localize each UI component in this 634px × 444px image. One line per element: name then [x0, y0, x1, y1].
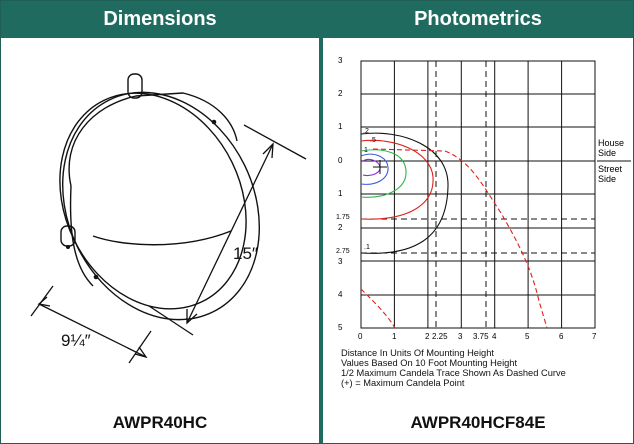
y-tick-label: 2	[338, 223, 343, 232]
housing-back-outline	[68, 92, 238, 187]
note-line: Values Based On 10 Foot Mounting Height	[341, 358, 518, 368]
model-number-right: AWPR40HCF84E	[410, 413, 546, 432]
photometric-chart	[360, 60, 631, 329]
contour-label: .5	[370, 137, 376, 144]
x-tick-label: 6	[559, 332, 564, 341]
isoline-blue	[360, 153, 389, 185]
y-tick-label: 0	[338, 156, 343, 165]
photometrics-header: Photometrics	[323, 1, 633, 38]
y-tick-label: 5	[338, 323, 343, 332]
x-tick-label: 5	[525, 332, 530, 341]
note-line: (+) = Maximum Candela Point	[341, 378, 465, 388]
y-tick-label: 2	[338, 89, 343, 98]
contour-label: .1	[364, 244, 370, 251]
dimensions-header: Dimensions	[1, 1, 319, 38]
width-dimension-line	[30, 285, 152, 364]
max-candela-point	[373, 160, 387, 174]
marker-label: 1.75	[336, 214, 350, 221]
lens-seam	[92, 230, 232, 246]
contour-label: 1	[364, 147, 368, 154]
x-tick-label: 2.25	[432, 332, 448, 341]
half-max-trace	[360, 148, 548, 329]
house-side-label: House Side	[598, 138, 625, 158]
y-tick-label: 1	[338, 122, 343, 131]
x-tick-label: 1	[392, 332, 397, 341]
x-tick-label: 7	[592, 332, 597, 341]
chart-notes: Distance In Units Of Mounting Height Val…	[341, 348, 566, 388]
reference-lines	[361, 61, 595, 328]
mounting-boss-top	[127, 73, 143, 99]
y-tick-label: 3	[338, 257, 343, 266]
width-label: 9¼″	[61, 331, 91, 350]
screw-bottom	[93, 274, 99, 280]
y-tick-label: 3	[338, 56, 343, 65]
chart-grid	[360, 60, 596, 329]
y-tick-label: 4	[338, 290, 343, 299]
screw-top	[211, 119, 217, 125]
housing-side-outline	[69, 185, 94, 287]
street-side-label: Street Side	[598, 164, 623, 184]
contour-label: .2	[363, 128, 369, 135]
x-tick-label: 3	[458, 332, 463, 341]
y-tick-label: 1	[338, 189, 343, 198]
height-label: 15″	[233, 244, 258, 263]
isoline-green	[360, 149, 407, 198]
note-line: Distance In Units Of Mounting Height	[341, 348, 494, 358]
isoline-outer	[360, 132, 449, 254]
x-tick-label: 3.75	[473, 332, 489, 341]
isolines	[360, 132, 449, 254]
lens-rim	[59, 92, 247, 310]
x-tick-label: 2	[425, 332, 430, 341]
model-number-left: AWPR40HC	[112, 413, 208, 432]
note-line: 1/2 Maximum Candela Trace Shown As Dashe…	[341, 368, 566, 378]
x-tick-label: 4	[492, 332, 497, 341]
height-dimension-line	[148, 124, 307, 336]
screw-side	[66, 245, 70, 249]
isoline-red	[360, 139, 434, 220]
fixture-drawing	[30, 73, 307, 364]
panel-divider	[319, 1, 323, 443]
marker-label: 2.75	[336, 248, 350, 255]
x-tick-label: 0	[358, 332, 363, 341]
